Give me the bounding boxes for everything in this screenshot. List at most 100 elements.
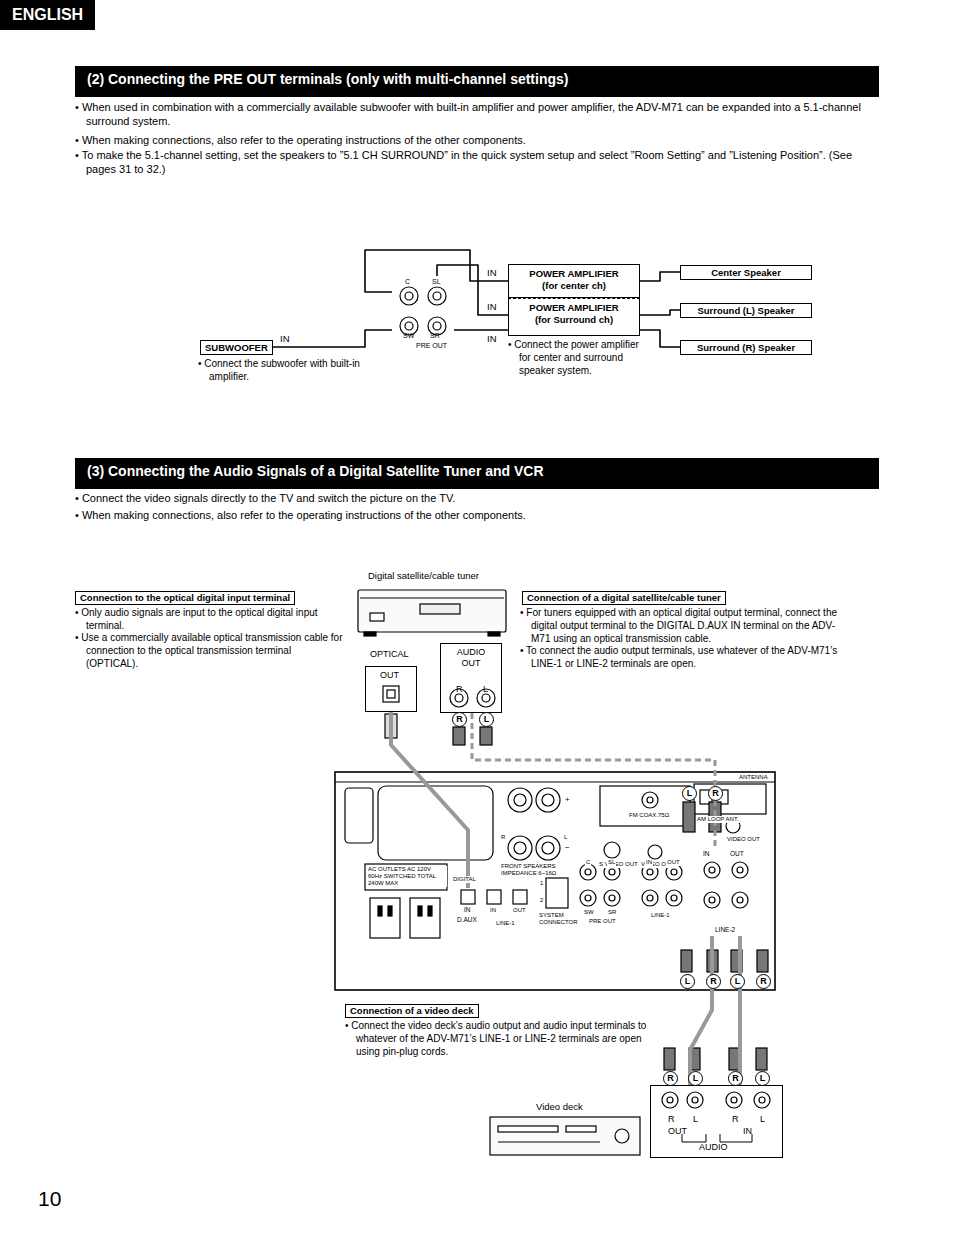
terminal-label: IN — [280, 333, 290, 345]
panel-label: AM LOOP ANT. — [696, 816, 740, 823]
plug-letter: L — [680, 974, 695, 989]
node-text: AUDIO OUT — [447, 647, 495, 669]
node-text: IN — [743, 1126, 752, 1136]
panel-label: OUT — [512, 907, 527, 914]
node-text: D.AUX — [457, 916, 477, 923]
panel-label: OUT — [666, 859, 681, 866]
amplifier-box: POWER AMPLIFIER(for Surround ch) — [508, 298, 640, 336]
language-tab: ENGLISH — [0, 0, 95, 30]
note-text: • Connect the power amplifier for center… — [508, 339, 640, 377]
panel-label: PRE OUT — [588, 918, 617, 925]
node-text: L — [760, 1114, 765, 1124]
panel-label: DIGITAL — [452, 876, 477, 883]
subwoofer-box: SUBWOOFER — [200, 340, 273, 355]
note-text: • When making connections, also refer to… — [75, 508, 881, 522]
cable-connector — [273, 330, 392, 347]
node-text: POWER AMPLIFIER — [511, 302, 637, 314]
node-text: (2) Connecting the PRE OUT terminals (on… — [87, 66, 879, 93]
deck-audio-panel: RLRLOUTINAUDIO — [650, 1085, 783, 1158]
panel-label: − — [564, 843, 571, 852]
panel-label: 1 — [539, 880, 544, 887]
node-text: PRE OUT — [416, 342, 447, 349]
node-text: Digital satellite/cable tuner — [368, 570, 491, 581]
node-text: IN — [464, 906, 471, 913]
amplifier-box: POWER AMPLIFIER(for center ch) — [508, 264, 640, 298]
page-number: 10 — [38, 1186, 61, 1213]
panel-label: SL — [607, 859, 616, 866]
node-text: SR — [430, 332, 440, 339]
node-text: OUT — [380, 670, 399, 680]
note-heading: Connection of a video deck — [345, 1004, 479, 1018]
speaker-box: Surround (R) Speaker — [680, 340, 812, 355]
panel-label: S VIDEO OUT — [598, 861, 639, 868]
node-text: R — [732, 1114, 739, 1124]
note-text: • Only audio signals are input to the op… — [75, 607, 345, 633]
cable-connector — [454, 329, 508, 331]
cable-connector — [640, 310, 680, 315]
note-text: • To make the 5.1-channel setting, set t… — [75, 148, 881, 176]
plug-letter: L — [730, 974, 745, 989]
plug-letter: L — [682, 786, 697, 801]
plug-letter: L — [688, 1071, 703, 1086]
plug-letter: R — [663, 1071, 678, 1086]
note-text: • When used in combination with a commer… — [75, 100, 881, 128]
plug-letter: R — [452, 712, 467, 727]
terminal-label: IN — [487, 333, 497, 345]
panel-label: IN — [489, 907, 497, 914]
optical-terminal: OPTICALOUT — [365, 666, 417, 712]
note-heading: Connection to the optical digital input … — [75, 591, 295, 605]
panel-label: ANTENNA — [738, 774, 769, 781]
panel-label: 2 — [539, 897, 544, 904]
speaker-box: Center Speaker — [680, 265, 812, 280]
note-text: • Connect the video signals directly to … — [75, 491, 881, 505]
node-text: Connection to the optical digital input … — [80, 592, 290, 604]
node-text: (3) Connecting the Audio Signals of a Di… — [87, 458, 879, 485]
d-aux-terminal: IN D.AUX — [456, 888, 484, 930]
panel-label: AC OUTLETS AC 120V 60Hz SWITCHED TOTAL 2… — [367, 866, 447, 887]
cable-connector — [690, 936, 712, 1085]
panel-label: SYSTEM CONNECTOR — [538, 912, 578, 926]
plug-letter: R — [756, 974, 771, 989]
cable-connector — [640, 330, 680, 347]
node-text: Center Speaker — [685, 267, 807, 279]
node-text: L — [483, 684, 488, 694]
note-text: • Use a commercially available optical t… — [75, 632, 345, 670]
device-name: Digital satellite/cable tuner — [368, 570, 491, 584]
node-text: Surround (R) Speaker — [685, 342, 807, 354]
pre-out-terminals: CSLSWSRPRE OUT — [392, 276, 454, 356]
node-text: (for Surround ch) — [511, 314, 637, 326]
plug-letter: L — [479, 712, 494, 727]
plug-letter: L — [755, 1071, 770, 1086]
node-text: C — [405, 278, 410, 285]
node-text: SUBWOOFER — [205, 342, 268, 354]
panel-label: SW — [583, 909, 595, 916]
note-text: • Connect the subwoofer with built-in am… — [198, 358, 388, 384]
panel-label: FRONT SPEAKERS IMPEDANCE 6~16Ω — [500, 863, 564, 877]
plug-letter: R — [706, 974, 721, 989]
node-text: Connection of a digital satellite/cable … — [527, 592, 721, 604]
line-2-terminal: INOUTLINE-2 — [700, 850, 752, 936]
node-text: R — [668, 1114, 675, 1124]
section-band: (3) Connecting the Audio Signals of a Di… — [75, 458, 879, 489]
note-heading: Connection of a digital satellite/cable … — [522, 591, 726, 605]
node-text: AUDIO — [699, 1142, 728, 1152]
note-text: • Connect the video deck’s audio output … — [345, 1020, 663, 1058]
panel-label: VIDEO OUT — [726, 836, 761, 843]
note-text: • For tuners equipped with an optical di… — [520, 607, 838, 645]
node-text: OUT — [668, 1126, 687, 1136]
node-text: LINE-2 — [715, 926, 735, 933]
panel-label: + — [564, 795, 571, 804]
speaker-box: Surround (L) Speaker — [680, 303, 812, 318]
note-text: • When making connections, also refer to… — [75, 133, 881, 147]
cable-connector — [640, 272, 680, 281]
plug-letter: R — [728, 1071, 743, 1086]
audio-out-terminal: AUDIO OUTRL — [440, 643, 502, 713]
node-text: OPTICAL — [370, 649, 409, 659]
device-name: Video deck — [536, 1101, 595, 1115]
node-text: Connection of a video deck — [350, 1005, 474, 1017]
panel-label: L — [563, 834, 568, 841]
cable-connector — [738, 936, 742, 1085]
node-text: OUT — [730, 850, 744, 857]
